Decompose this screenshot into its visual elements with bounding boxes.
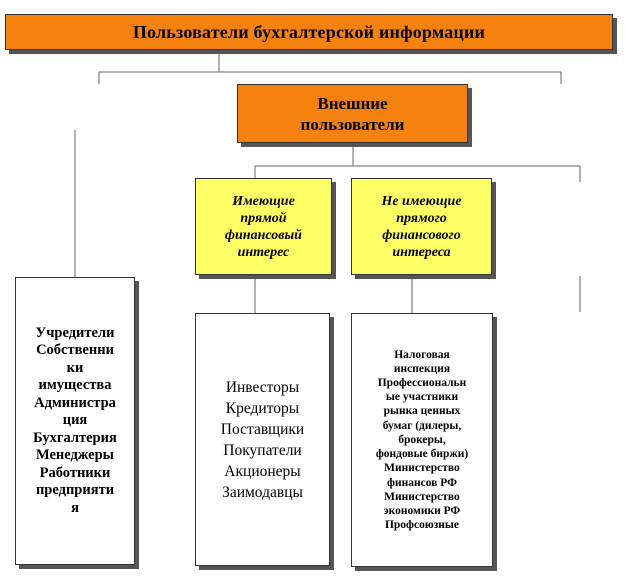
list-item: ые участники — [385, 391, 459, 404]
list-item: предприяти — [35, 482, 115, 499]
list-item: я — [71, 499, 79, 516]
list-item: ки — [66, 359, 84, 376]
list-item: ция — [62, 412, 88, 429]
list-item: Министерство — [384, 462, 460, 475]
list-item: Инвесторы — [225, 378, 300, 396]
list-item: фондовые биржи) — [375, 448, 469, 461]
indirect-label-line: Не имеющие — [381, 193, 462, 209]
direct-interest-box: Имеющие прямой финансовый интерес — [195, 178, 332, 275]
list-item: бумаг (дилеры, — [382, 419, 462, 432]
indirect-interest-box: Не имеющие прямого финансового интереса — [351, 178, 492, 275]
indirect-label-line: прямого — [396, 210, 447, 226]
list-item: Кредиторы — [225, 399, 300, 417]
list-item: Министерство — [384, 490, 460, 503]
list-item: Акционеры — [224, 462, 301, 480]
list-item: Профессиональн — [377, 377, 467, 390]
list-item: имущества — [38, 377, 112, 394]
external-users-box: Внешние пользователи — [237, 84, 468, 143]
list-item: экономики РФ — [383, 504, 461, 517]
direct-label-line: интерес — [237, 244, 290, 260]
indirect-users-list: Налоговая инспекция Профессиональн ые уч… — [376, 348, 468, 533]
list-item: Учредители — [35, 324, 115, 341]
indirect-users-box: Налоговая инспекция Профессиональн ые уч… — [351, 313, 493, 567]
direct-label-line: Имеющие — [232, 193, 295, 209]
title-box: Пользователи бухгалтерской информации — [5, 14, 613, 50]
indirect-label-line: интереса — [392, 244, 451, 260]
list-item: Профсоюзные — [384, 519, 459, 532]
list-item: Менеджеры — [35, 447, 114, 464]
indirect-label-line: финансового — [382, 227, 461, 243]
list-item: финансов РФ — [387, 476, 457, 489]
external-label-line: Внешние — [317, 93, 388, 113]
direct-users-box: Инвесторы Кредиторы Поставщики Покупател… — [195, 313, 330, 566]
list-item: Работники — [39, 464, 111, 481]
internal-users-list: Учредители Собственни ки имущества Админ… — [33, 325, 117, 518]
internal-users-box: Учредители Собственни ки имущества Админ… — [15, 277, 135, 565]
list-item: Покупатели — [223, 441, 302, 459]
external-label-line: пользователи — [300, 114, 405, 134]
direct-label-line: финансовый — [225, 227, 302, 243]
list-item: Заимодавцы — [222, 483, 303, 501]
list-item: рынка ценных — [383, 405, 461, 418]
list-item: Бухгалтерия — [33, 429, 117, 446]
title-text: Пользователи бухгалтерской информации — [132, 21, 486, 42]
list-item: Поставщики — [220, 420, 305, 438]
list-item: Налоговая — [394, 348, 450, 361]
list-item: брокеры, — [398, 433, 446, 446]
list-item: Собственни — [36, 342, 114, 359]
direct-label-line: прямой — [240, 210, 287, 226]
direct-users-list: Инвесторы Кредиторы Поставщики Покупател… — [221, 377, 304, 503]
list-item: инспекция — [393, 362, 451, 375]
list-item: Администра — [34, 394, 116, 411]
